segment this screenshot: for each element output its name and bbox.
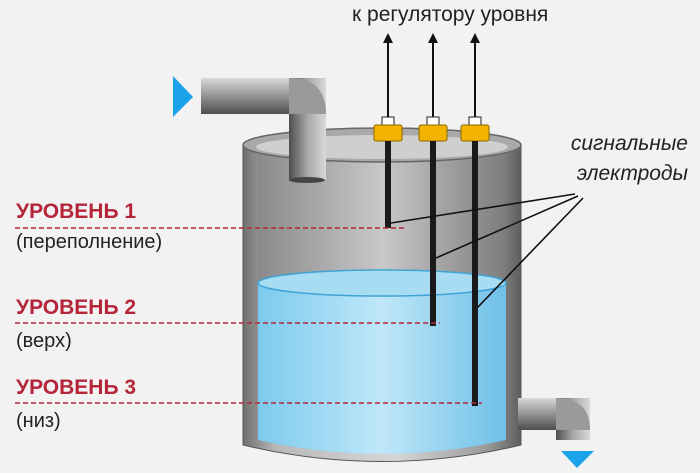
outlet-arrow-icon — [561, 451, 594, 468]
signal-electrodes-label-line2: электроды — [576, 162, 688, 185]
level-2-desc: (верх) — [16, 330, 72, 352]
inlet-arrow-icon — [173, 76, 193, 117]
level-3-title: УРОВЕНЬ 3 — [16, 376, 137, 399]
inlet-pipe — [201, 78, 326, 183]
level-1-title: УРОВЕНЬ 1 — [16, 200, 137, 223]
signal-electrode-pointers — [390, 193, 584, 309]
electrode-connectors — [373, 116, 490, 142]
level-1-desc: (переполнение) — [16, 231, 163, 253]
outlet-pipe — [518, 398, 590, 440]
level-3-desc: (низ) — [16, 410, 61, 432]
electrode-1 — [385, 141, 391, 228]
signal-electrodes-label-line1: сигнальные — [570, 132, 688, 155]
level-2-title: УРОВЕНЬ 2 — [16, 296, 137, 319]
water — [257, 269, 507, 454]
regulator-label: к регулятору уровня — [352, 3, 549, 26]
electrode-3 — [472, 141, 478, 406]
electrode-2 — [430, 141, 436, 326]
